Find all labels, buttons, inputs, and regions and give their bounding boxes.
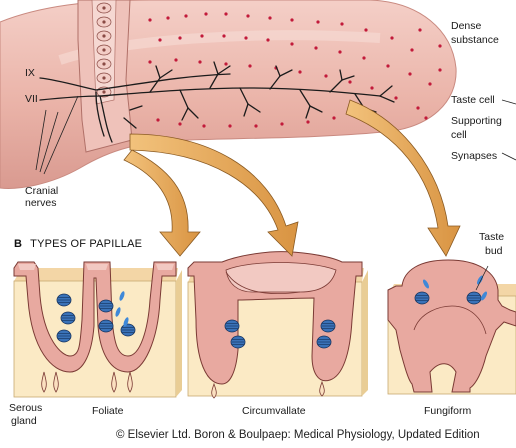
label-taste-cell: Taste cell [451, 94, 495, 106]
dense-substance-flecks [115, 275, 488, 327]
serous-glands [41, 371, 325, 399]
foliate-papillae [13, 261, 177, 373]
papilla-dot [370, 86, 374, 90]
label-dense-substance-1: Dense [451, 20, 482, 32]
papilla-dot [410, 48, 414, 52]
label-cranial-nerves-1: Cranial [25, 185, 59, 197]
arrow-to-fungiform [345, 99, 461, 257]
papilla-dot [438, 68, 442, 72]
circumvallate-papilla [187, 251, 363, 385]
papilla-dot [200, 34, 204, 38]
papilla-dot [156, 118, 160, 122]
taste-bud [224, 319, 240, 333]
label-supporting-cell-2: cell [451, 129, 467, 141]
label-serous-gland-2: gland [11, 415, 37, 427]
label-cranial-nerves-2: nerves [25, 197, 57, 209]
papilla-dot [158, 38, 162, 42]
taste-bud [120, 323, 136, 337]
papilla-dot [268, 16, 272, 20]
section-title: TYPES OF PAPILLAE [30, 238, 143, 250]
papilla-dot [324, 74, 328, 78]
taste-bud [98, 319, 114, 333]
copyright-notice: © Elsevier Ltd. Boron & Boulpaep: Medica… [116, 429, 480, 441]
papilla-dot [438, 44, 442, 48]
papilla-dot [184, 14, 188, 18]
papilla-dot [306, 120, 310, 124]
papilla-dot [248, 64, 252, 68]
papilla-dot [394, 96, 398, 100]
taste-bud-pointer [475, 265, 489, 291]
papilla-dot [364, 28, 368, 32]
papilla-dot [408, 72, 412, 76]
taste-bud [316, 335, 332, 349]
arrow-to-circumvallate [129, 133, 299, 257]
taste-bud [60, 311, 76, 325]
papilla-dot [148, 18, 152, 22]
papilla-dot [332, 116, 336, 120]
label-circumvallate: Circumvallate [242, 405, 306, 417]
papilla-dot [362, 56, 366, 60]
papilla-dot [222, 34, 226, 38]
label-dense-substance-2: substance [451, 34, 499, 46]
papilla-dot [290, 18, 294, 22]
taste-bud [230, 335, 246, 349]
section-heading: B TYPES OF PAPILLAE [14, 238, 142, 250]
taste-bud [56, 329, 72, 343]
papilla-dot [204, 12, 208, 16]
papilla-dot [348, 80, 352, 84]
papilla-dot [428, 82, 432, 86]
papilla-dot [424, 116, 428, 120]
label-ix: IX [25, 67, 35, 79]
papilla-dot [316, 20, 320, 24]
papilla-dot [416, 106, 420, 110]
papilla-dot [202, 124, 206, 128]
papilla-dot [314, 46, 318, 50]
label-taste-bud-1: Taste [479, 231, 505, 243]
label-vii: VII [25, 93, 38, 105]
label-foliate: Foliate [92, 405, 124, 417]
papilla-dot [290, 42, 294, 46]
papilla-dot [178, 122, 182, 126]
papilla-dot [244, 36, 248, 40]
papilla-dot [224, 62, 228, 66]
papilla-dot [174, 58, 178, 62]
taste-bud [414, 291, 430, 305]
arrow-to-foliate [123, 149, 201, 257]
label-synapses: Synapses [451, 150, 498, 162]
papilla-dot [386, 64, 390, 68]
papilla-dot [254, 124, 258, 128]
label-taste-bud-2: bud [485, 245, 503, 257]
label-fungiform: Fungiform [424, 405, 472, 417]
cranial-nerve-branches [39, 61, 395, 143]
papilla-dot [166, 16, 170, 20]
papilla-dot [418, 28, 422, 32]
papilla-dot [338, 50, 342, 54]
label-pointer-lines [35, 95, 516, 175]
papilla-dot [280, 122, 284, 126]
taste-bud [98, 299, 114, 313]
section-letter: B [14, 238, 23, 250]
papilla-dot [148, 60, 152, 64]
taste-buds [56, 291, 482, 349]
epithelium-cells [96, 2, 112, 98]
papilla-dot [390, 36, 394, 40]
label-supporting-cell-1: Supporting [451, 115, 502, 127]
papilla-dot [198, 60, 202, 64]
papilla-dot [228, 124, 232, 128]
papilla-dot [298, 70, 302, 74]
papilla-dot [266, 38, 270, 42]
papilla-dot [178, 36, 182, 40]
label-serous-gland-1: Serous [9, 402, 43, 414]
taste-bud [56, 293, 72, 307]
papilla-dot [246, 14, 250, 18]
taste-bud [466, 291, 482, 305]
taste-bud [320, 319, 336, 333]
papilla-dot [340, 22, 344, 26]
papilla-dot [224, 12, 228, 16]
